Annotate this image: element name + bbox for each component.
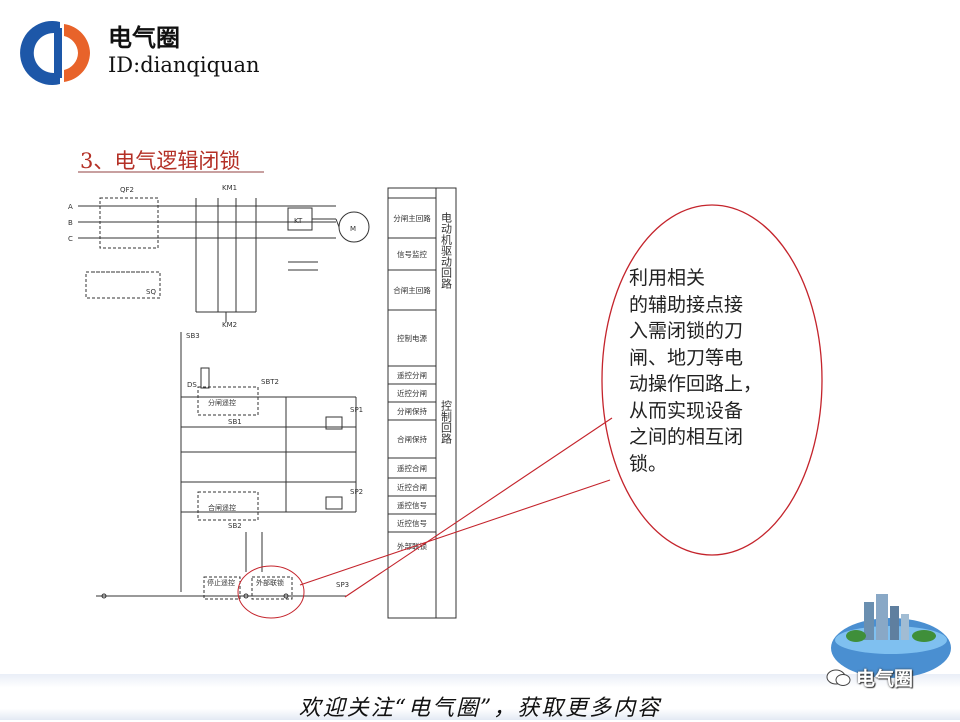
label-motor: M (350, 225, 356, 233)
brand-block: 电气圈 ID:dianqiquan (108, 24, 260, 78)
footer-text: 欢迎关注“电气圈”，获取更多内容 (298, 696, 662, 721)
label-sq: SQ (146, 288, 156, 296)
table-row-label: 分闸保持 (397, 406, 427, 416)
label-remote-open: 分闸遥控 (208, 398, 236, 407)
table-row-label: 近控合闸 (397, 482, 427, 492)
table-row-label: 近控信号 (397, 518, 427, 528)
label-qf2: QF2 (120, 186, 134, 194)
callout-line: 利用相关 (629, 267, 706, 289)
brand-logo-icon (20, 21, 90, 85)
label-sp1: SP1 (350, 406, 363, 414)
table-row-label: 遥控分闸 (397, 370, 427, 380)
callout-line: 入需闭锁的刀 (629, 320, 744, 342)
phase-label-a: A (68, 203, 73, 211)
callout-line: 的辅助接点接 (629, 293, 744, 316)
label-sp3: SP3 (336, 581, 349, 589)
callout-line: 闸、地刀等电 (629, 346, 744, 369)
wechat-name: 电气圈 (856, 668, 914, 690)
table-row-label: 控制电源 (397, 333, 427, 343)
table-row-label: 外部联锁 (397, 541, 427, 551)
table-row-label: 合闸主回路 (393, 285, 431, 295)
label-sp2: SP2 (350, 488, 363, 496)
label-sb1: SB1 (228, 418, 242, 426)
brand-name: 电气圈 (108, 24, 180, 52)
label-remote-close: 合闸遥控 (208, 503, 236, 512)
table-row-label: 分闸主回路 (393, 213, 431, 223)
label-sb3: SB3 (186, 332, 200, 340)
phase-label-c: C (68, 235, 73, 243)
label-kt: KT (294, 217, 303, 225)
circuit-diagram: A B C QF2 KM1 KM2 KT M SB3 SQ SBT2 SB1 S… (68, 184, 457, 619)
callout-line: 动操作回路上， (629, 373, 763, 395)
callout-line: 之间的相互闭 (629, 426, 744, 448)
title-underline (78, 171, 264, 173)
label-stop-remote: 停止遥控 (207, 578, 235, 587)
label-ds: DS (187, 381, 197, 389)
wechat-icon (826, 669, 851, 686)
callout-text: 利用相关 的辅助接点接 入需闭锁的刀 闸、地刀等电 动操作回路上， 从而实现设备… (629, 265, 789, 477)
label-sb2: SB2 (228, 522, 242, 530)
section-title: 3、电气逻辑闭锁 (80, 149, 241, 173)
group-control: 控制回路 (440, 399, 453, 445)
label-km2: KM2 (222, 321, 237, 329)
footer-band (0, 674, 960, 720)
brand-id: ID:dianqiquan (108, 53, 260, 77)
group-motor-drive: 电动机驱动回路 (440, 212, 453, 290)
callout-line: 锁。 (629, 452, 668, 475)
label-km1: KM1 (222, 184, 237, 192)
wechat-badge: 电气圈 (826, 664, 913, 691)
city-globe-icon (831, 594, 951, 678)
table-row-label: 遥控信号 (397, 500, 427, 510)
callout-line: 从而实现设备 (629, 399, 744, 422)
table-row-label: 合闸保持 (397, 434, 427, 444)
label-sbt2: SBT2 (261, 378, 279, 386)
phase-label-b: B (68, 219, 73, 227)
table-row-label: 遥控合闸 (397, 463, 427, 473)
label-ext-interlock: 外部联锁 (256, 578, 284, 587)
table-row-label: 近控分闸 (397, 388, 427, 398)
table-row-label: 信号监控 (397, 249, 427, 259)
function-table: 分闸主回路信号监控合闸主回路控制电源遥控分闸近控分闸分闸保持合闸保持遥控合闸近控… (387, 187, 457, 619)
